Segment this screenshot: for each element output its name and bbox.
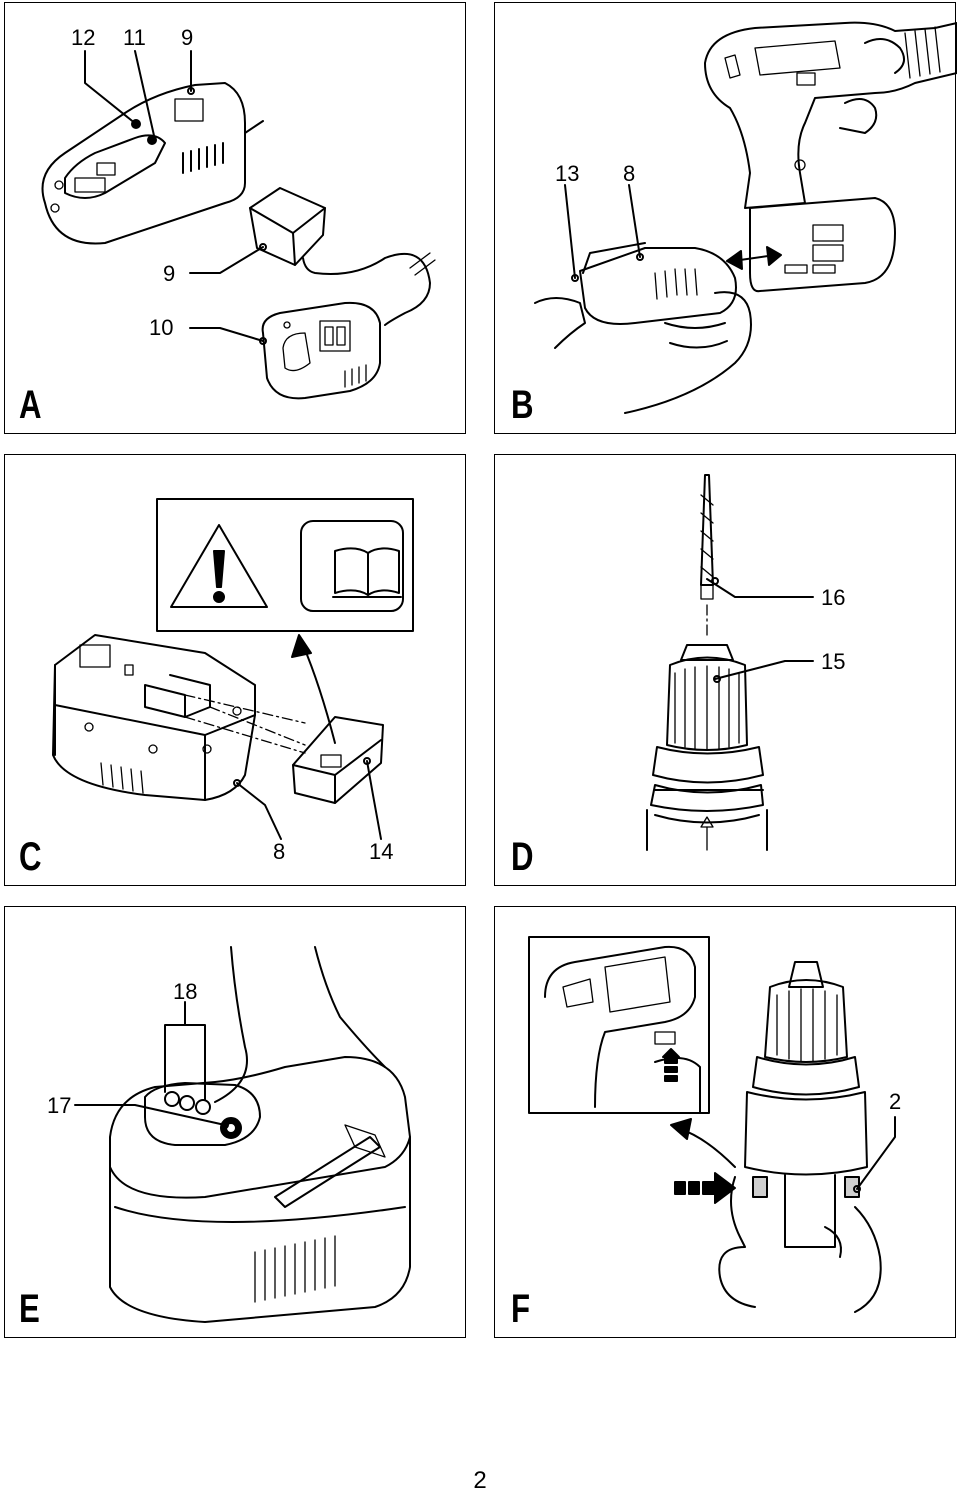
page-number: 2 — [473, 1467, 487, 1494]
forward-reverse-switch-drawing — [528, 936, 896, 1313]
callout-9: 9 — [181, 25, 194, 50]
drill-bit-chuck-drawing — [646, 474, 814, 851]
panel-letter-a: A — [19, 383, 42, 427]
battery-gauge-drawing — [74, 946, 411, 1323]
drill-battery-removal-drawing — [534, 21, 957, 414]
callout-8: 8 — [623, 161, 636, 186]
panel-letter-f: F — [511, 1287, 531, 1331]
callout-13: 13 — [555, 161, 580, 186]
panel-letter-d: D — [511, 835, 534, 879]
callout-17: 17 — [47, 1093, 72, 1118]
warning-triangle-icon — [170, 524, 268, 608]
figure-panel-a: 12 11 9 9 10 A — [4, 2, 466, 434]
figure-panel-d: 16 15 D — [494, 454, 956, 886]
panel-letter-b: B — [511, 383, 534, 427]
callout-18: 18 — [173, 979, 198, 1004]
callout-11: 11 — [123, 25, 146, 50]
callout-2: 2 — [889, 1089, 902, 1114]
panel-letter-c: C — [19, 835, 42, 879]
callout-8: 8 — [273, 839, 286, 864]
callout-10: 10 — [149, 315, 174, 340]
callout-12: 12 — [71, 25, 96, 50]
callout-9-adapter: 9 — [163, 261, 176, 286]
figure-panel-e: 18 17 E — [4, 906, 466, 1338]
callout-14: 14 — [369, 839, 394, 864]
figure-panel-f: 2 F — [494, 906, 956, 1338]
battery-insert-drawing — [52, 498, 414, 840]
figure-panel-b: 13 8 B — [494, 2, 957, 434]
callout-15: 15 — [821, 649, 846, 674]
panel-letter-e: E — [19, 1287, 40, 1331]
figure-panel-c: 8 14 C — [4, 454, 466, 886]
read-manual-icon — [300, 520, 404, 612]
charger-drawing — [41, 50, 436, 400]
callout-16: 16 — [821, 585, 846, 610]
